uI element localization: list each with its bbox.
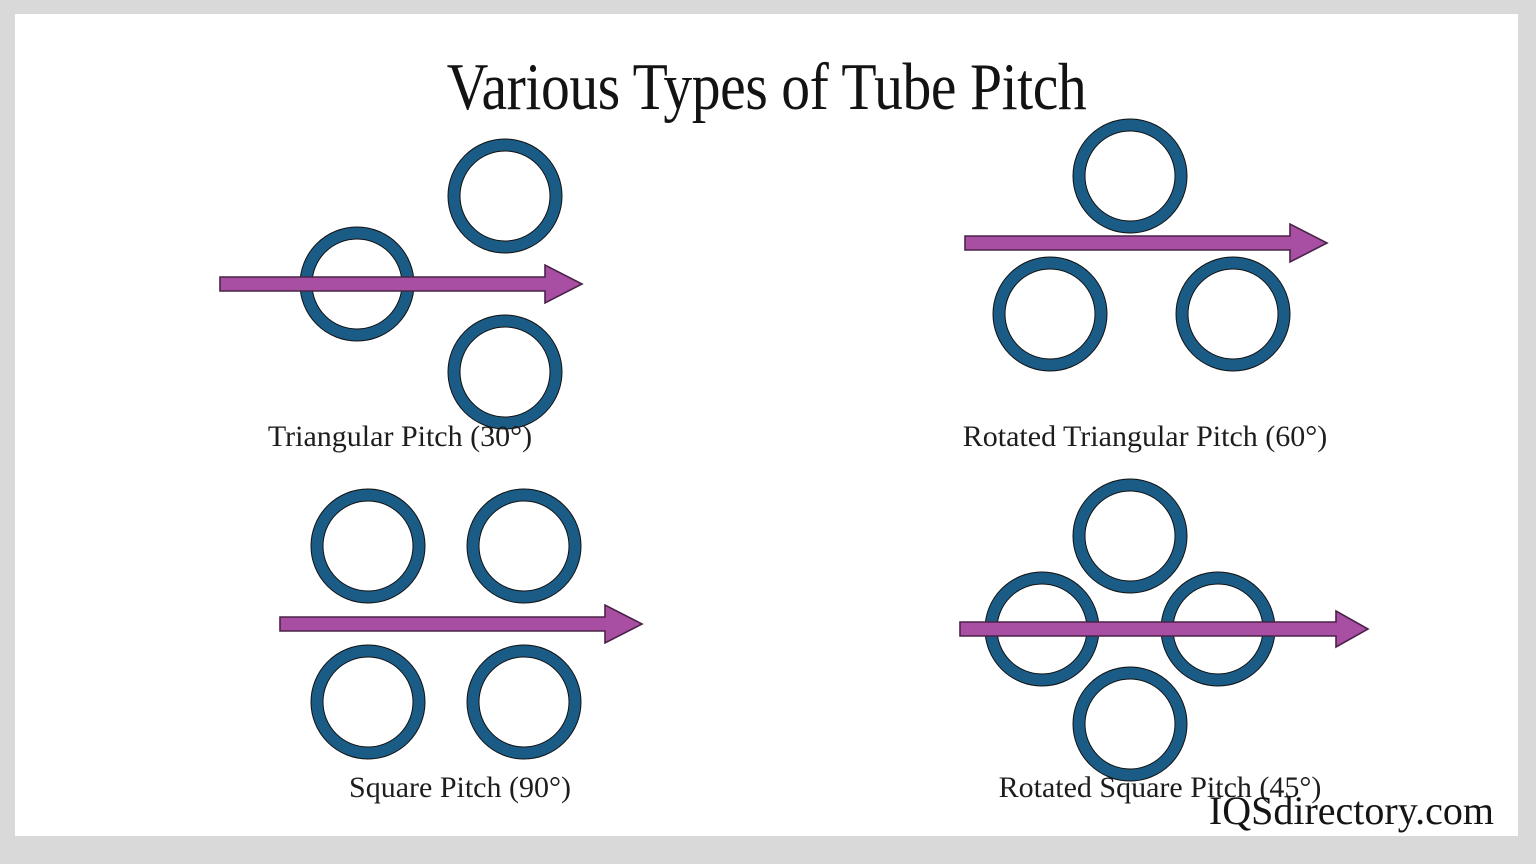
rotated-triangular-pitch-svg <box>964 118 1329 372</box>
flow-arrow <box>279 603 644 645</box>
square-pitch-svg <box>279 488 644 760</box>
tube-circle <box>448 139 562 253</box>
watermark-iqsdirectory: IQSdirectory.com <box>1208 788 1494 833</box>
rotated-square-pitch-svg <box>959 478 1370 782</box>
tube-circle <box>467 645 581 759</box>
tube-circle <box>467 489 581 603</box>
tube-circle <box>1073 667 1187 781</box>
diagram-rotated-triangular-pitch <box>945 114 1345 414</box>
diagram-triangular-pitch <box>200 124 600 430</box>
tube-circle <box>311 645 425 759</box>
diagram-square-pitch <box>260 474 660 774</box>
tube-circle <box>1073 119 1187 233</box>
caption-rotated-square-pitch: Rotated Square Pitch (45°) <box>998 771 1322 804</box>
caption-square-pitch: Square Pitch (90°) <box>349 771 571 804</box>
flow-arrow <box>219 263 584 305</box>
tube-circle <box>448 315 562 429</box>
flow-arrow <box>959 609 1370 649</box>
tube-circle <box>311 489 425 603</box>
diagram-rotated-square-pitch <box>940 474 1380 784</box>
caption-rotated-triangular-pitch: Rotated Triangular Pitch (60°) <box>962 420 1328 453</box>
triangular-pitch-svg <box>219 138 584 430</box>
caption-triangular-pitch: Triangular Pitch (30°) <box>267 420 533 453</box>
slide-canvas: Various Types of Tube Pitch Triangular P… <box>15 14 1518 836</box>
flow-arrow <box>964 222 1329 264</box>
page-title: Various Types of Tube Pitch <box>446 50 1087 124</box>
tube-circle <box>993 257 1107 371</box>
tube-circle <box>1073 479 1187 593</box>
tube-circle <box>1176 257 1290 371</box>
